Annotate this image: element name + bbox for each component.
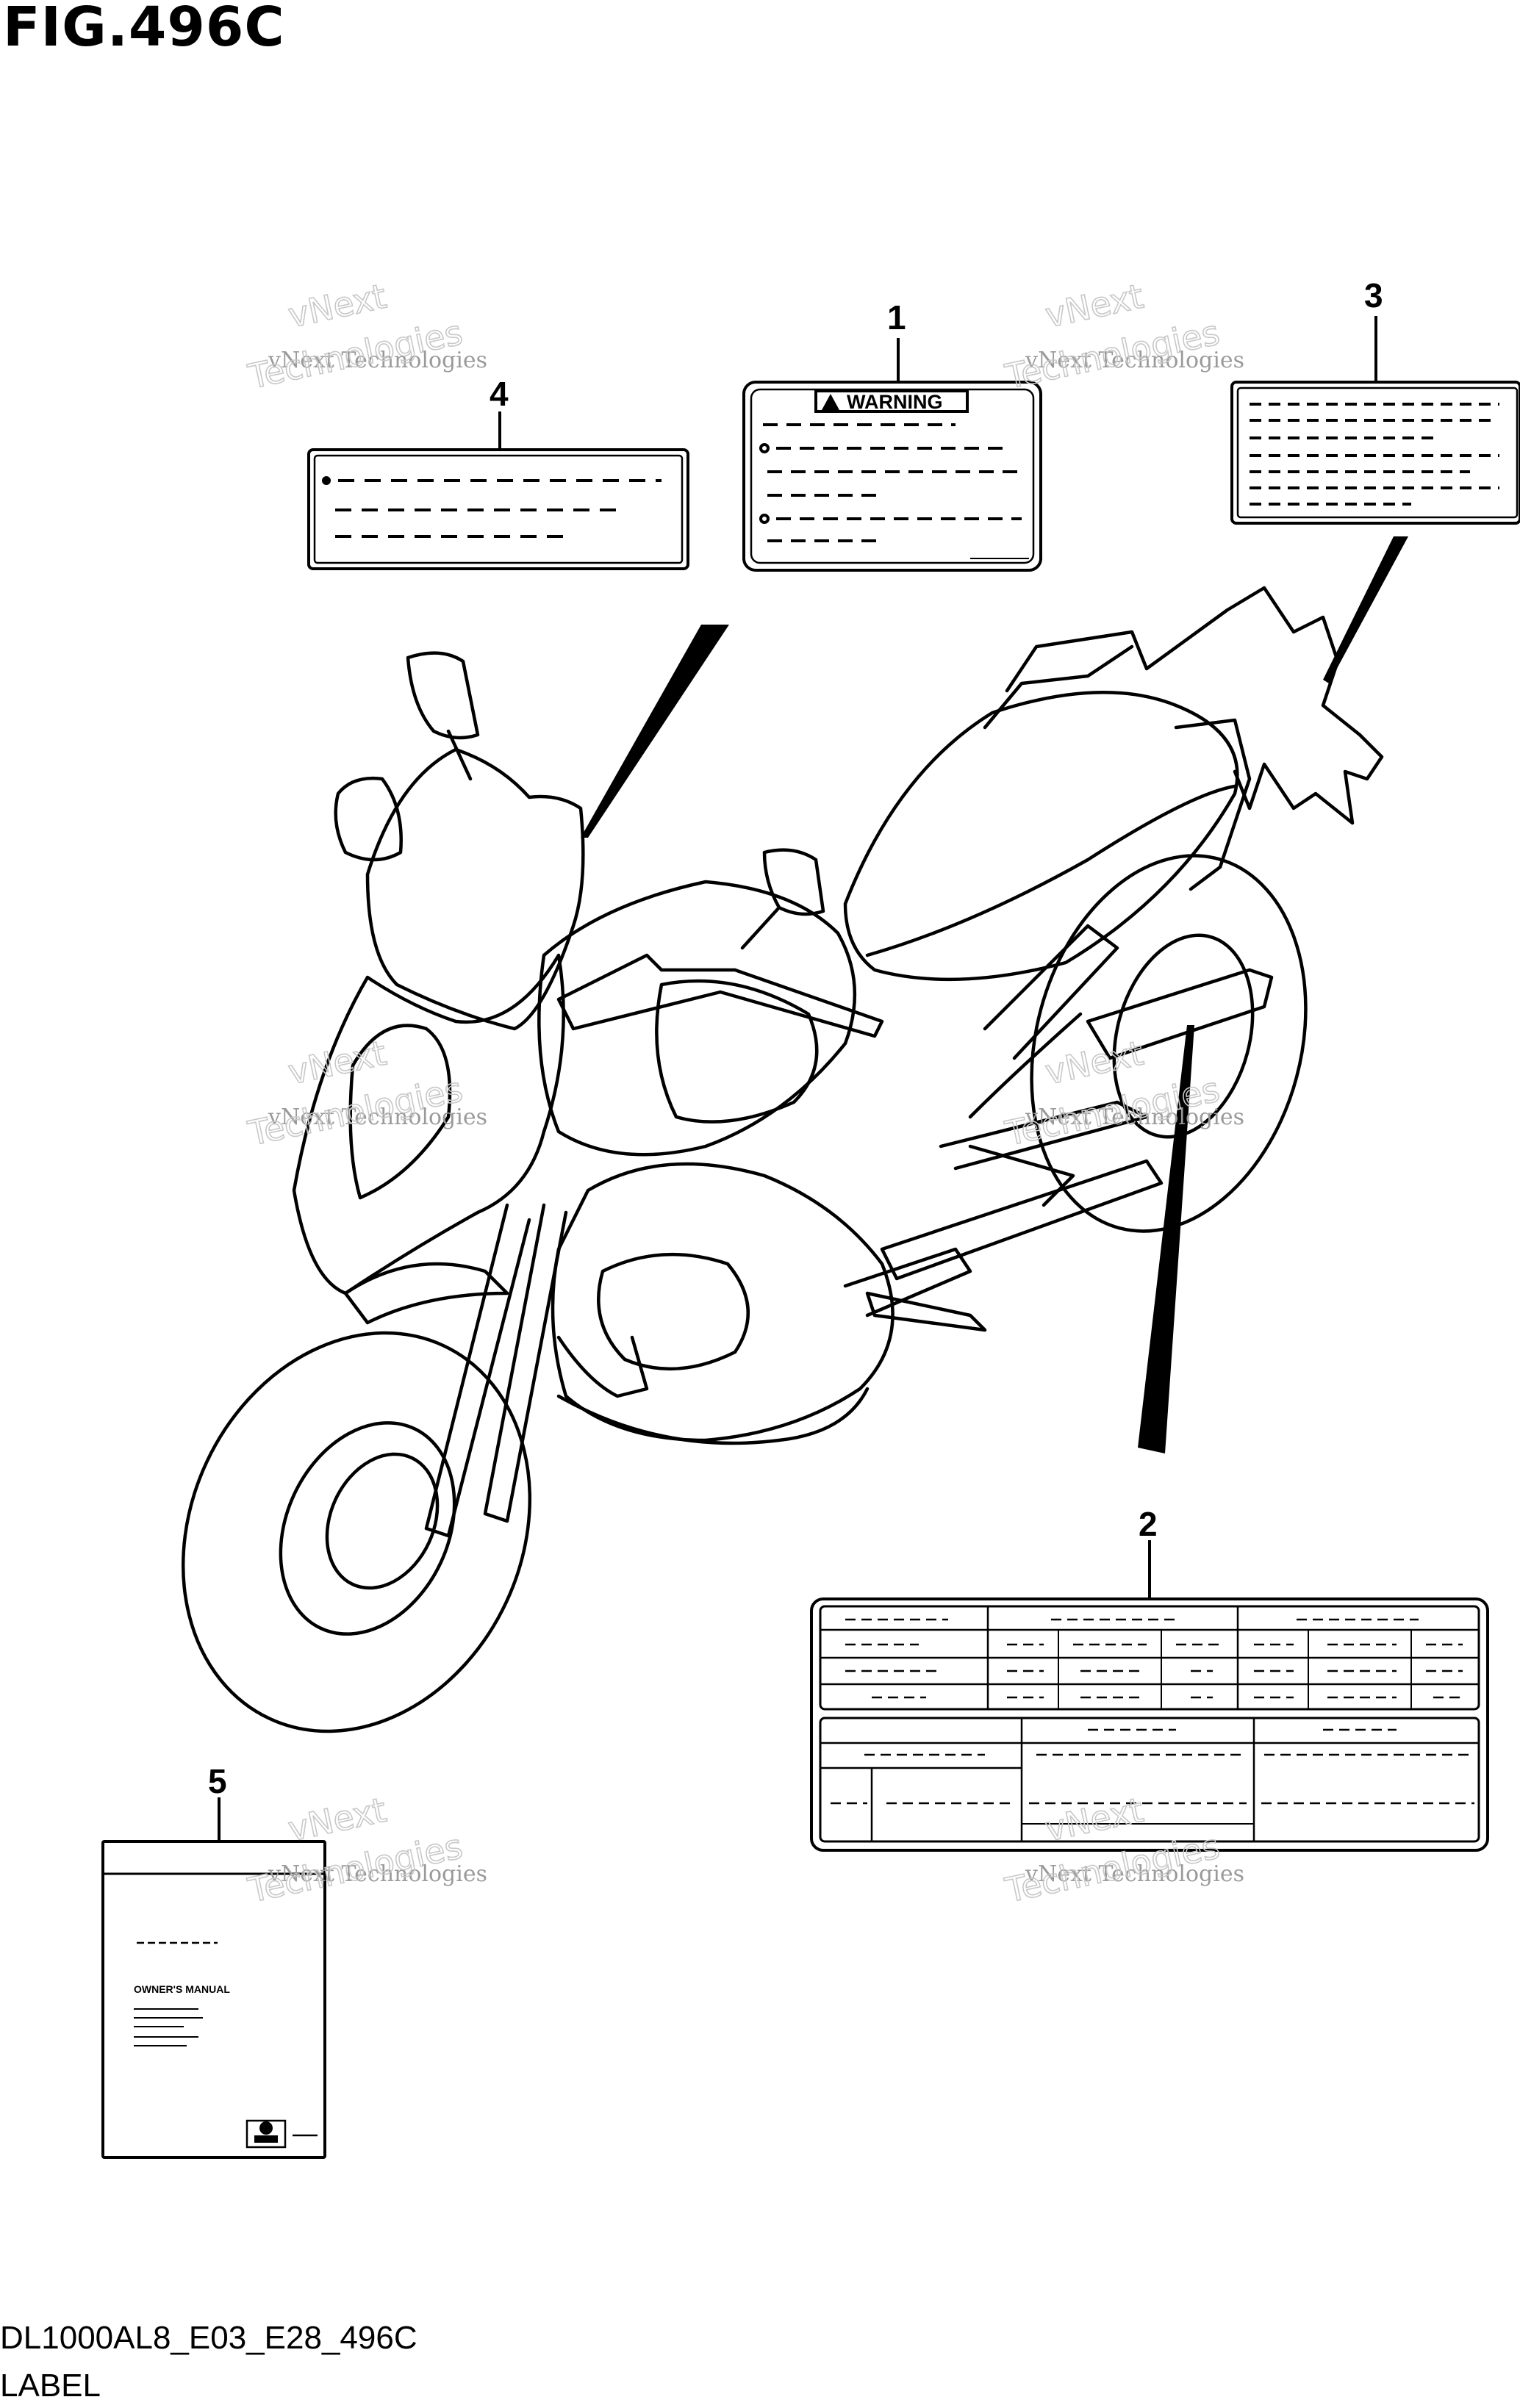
svg-text:Technologies: Technologies	[1002, 312, 1223, 396]
svg-text:vNext Technologies: vNext Technologies	[1025, 348, 1244, 373]
owners-manual-text: OWNER'S MANUAL	[134, 1983, 230, 1995]
front-brake-disc	[325, 1452, 440, 1590]
exhaust	[556, 1247, 972, 1398]
svg-text:Technologies: Technologies	[1002, 1069, 1223, 1153]
svg-text:Technologies: Technologies	[245, 1826, 466, 1910]
watermark-6: vNext Technologies vNext Technologies	[1001, 1789, 1244, 1911]
handlebar	[556, 953, 884, 1038]
svg-text:vNext: vNext	[1042, 1033, 1147, 1093]
swingarm	[880, 1144, 1164, 1281]
seat	[843, 691, 1239, 982]
seat-line	[865, 784, 1237, 957]
figure-code: DL1000AL8_E03_E28_496C	[0, 2320, 417, 2356]
windscreen	[365, 747, 585, 1031]
watermark-1: vNext Technologies vNext Technologies	[244, 276, 487, 398]
label-3	[1230, 316, 1520, 525]
left-mirror	[406, 651, 480, 781]
svg-text:vNext: vNext	[284, 1790, 390, 1850]
svg-text:vNext Technologies: vNext Technologies	[268, 1104, 487, 1130]
right-mirror	[740, 848, 825, 950]
callout-2: 2	[1139, 1505, 1158, 1543]
subframe	[939, 924, 1149, 1171]
fairing-panel	[348, 1024, 452, 1200]
engine-cover	[597, 1252, 750, 1371]
callout-1: 1	[887, 298, 906, 337]
pointer-label-4	[581, 625, 729, 838]
label-4	[307, 411, 689, 570]
watermark-4: vNext Technologies vNext Technologies	[1001, 1032, 1244, 1154]
figure-title: FIG.496C	[3, 0, 285, 59]
svg-text:vNext Technologies: vNext Technologies	[1025, 1861, 1244, 1887]
svg-text:Technologies: Technologies	[245, 312, 466, 396]
front-tire-outer	[181, 1331, 532, 1733]
svg-text:vNext: vNext	[284, 1033, 390, 1093]
svg-text:vNext Technologies: vNext Technologies	[1025, 1104, 1244, 1130]
figure-name: LABEL	[0, 2368, 101, 2404]
callout-4: 4	[490, 375, 509, 413]
svg-text:vNext: vNext	[284, 276, 390, 336]
warning-header: WARNING	[847, 391, 943, 413]
callout-3: 3	[1364, 276, 1383, 315]
callout-5: 5	[208, 1762, 227, 1800]
footpeg	[865, 1291, 987, 1332]
front-fairing	[292, 953, 565, 1295]
grab-rail	[983, 644, 1252, 891]
watermark-5: vNext Technologies vNext Technologies	[244, 1789, 487, 1911]
front-tire-inner	[279, 1421, 456, 1636]
svg-text:vNext: vNext	[1042, 1790, 1147, 1850]
label-2	[810, 1540, 1489, 1852]
label-5	[101, 1797, 326, 2159]
headlight-cowl	[334, 777, 403, 862]
tank-panel	[655, 979, 819, 1124]
front-fork	[424, 1203, 568, 1538]
pointer-label-2	[1138, 1025, 1194, 1453]
watermark-3: vNext Technologies vNext Technologies	[244, 1032, 487, 1154]
svg-text:Technologies: Technologies	[1002, 1826, 1223, 1910]
rear-side-cover	[1086, 968, 1274, 1060]
svg-text:vNext: vNext	[1042, 276, 1147, 336]
fuel-tank	[537, 880, 857, 1157]
svg-text:vNext Technologies: vNext Technologies	[268, 1861, 487, 1887]
engine	[551, 1162, 895, 1442]
rear-tire-outer	[1030, 854, 1308, 1233]
engine-guard	[556, 1387, 870, 1445]
pointer-label-3	[1323, 536, 1408, 683]
rear-rack	[1005, 586, 1384, 825]
svg-text:vNext Technologies: vNext Technologies	[268, 348, 487, 373]
label-1	[742, 338, 1042, 572]
watermark-2: vNext Technologies vNext Technologies	[1001, 276, 1244, 398]
leader-pointers	[581, 536, 1408, 1453]
rear-tire-inner	[1112, 933, 1255, 1139]
front-fender	[343, 1262, 509, 1325]
motorcycle-drawing	[181, 586, 1384, 1733]
